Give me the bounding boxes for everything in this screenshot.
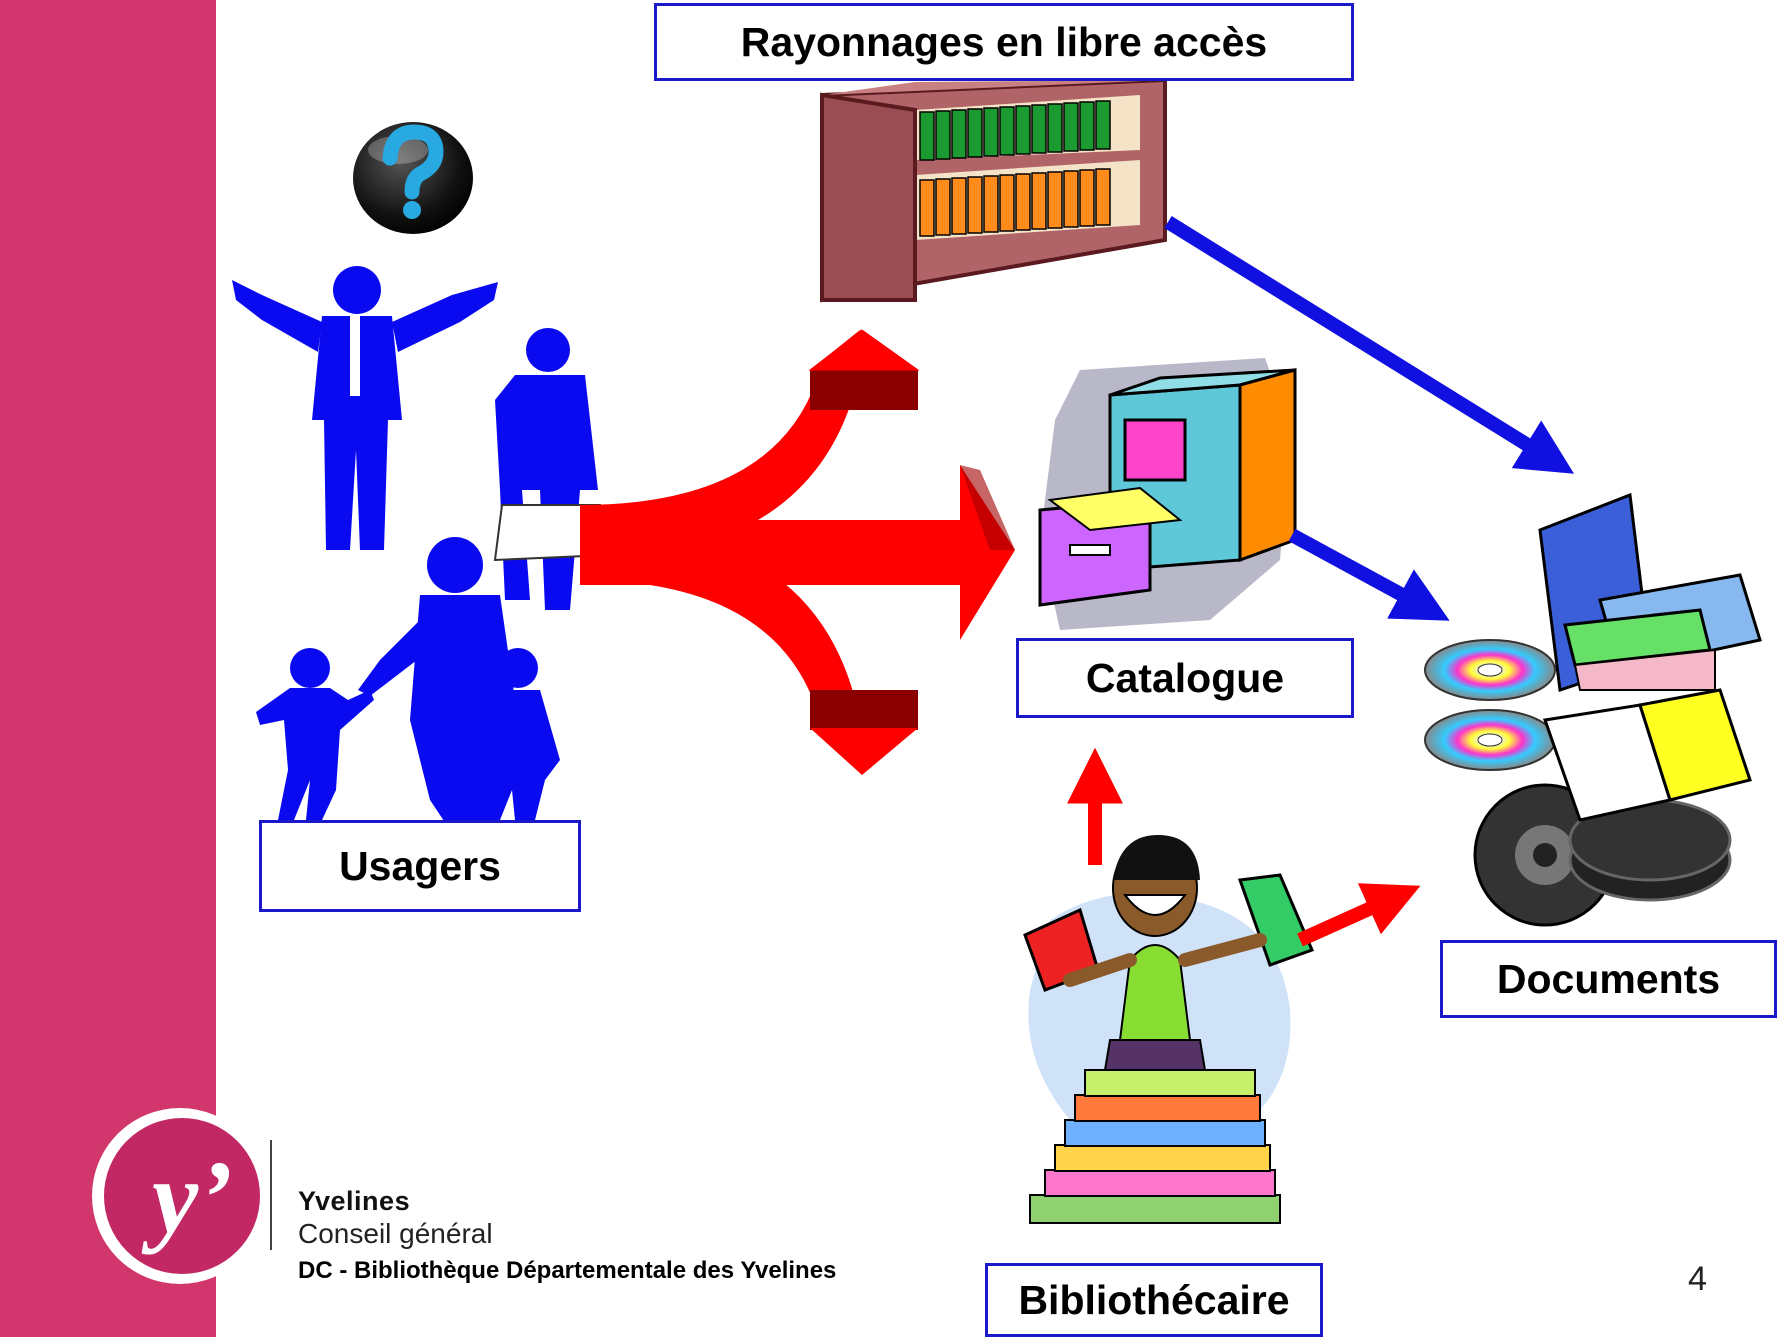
brand-subtitle: Conseil général (298, 1218, 493, 1249)
yvelines-logo: y’ (92, 1108, 268, 1284)
label-rayonnages: Rayonnages en libre accès (654, 3, 1354, 81)
brand-name: Yvelines (298, 1186, 411, 1216)
bookshelf-icon (820, 77, 1167, 303)
librarian-to-documents-arrow (1297, 883, 1421, 947)
media-documents-icon (1424, 492, 1762, 927)
filing-cabinet-icon (1038, 358, 1297, 630)
users-silhouette-icon (232, 266, 610, 830)
librarian-icon (1023, 835, 1315, 1224)
catalogue-to-documents-arrow (1288, 528, 1450, 621)
label-documents: Documents (1440, 940, 1777, 1018)
question-mark-icon (353, 122, 473, 234)
shelf-to-documents-arrow (1164, 216, 1575, 474)
users-to-resources-arrows (580, 329, 1015, 775)
footer-text: DC - Bibliothèque Départementale des Yve… (298, 1257, 837, 1284)
label-usagers: Usagers (259, 820, 581, 912)
page-number: 4 (1688, 1260, 1707, 1298)
label-bibliothecaire: Bibliothécaire (985, 1263, 1323, 1337)
logo-glyph: y’ (141, 1140, 233, 1255)
label-catalogue: Catalogue (1016, 638, 1354, 718)
logo-divider (270, 1140, 272, 1250)
